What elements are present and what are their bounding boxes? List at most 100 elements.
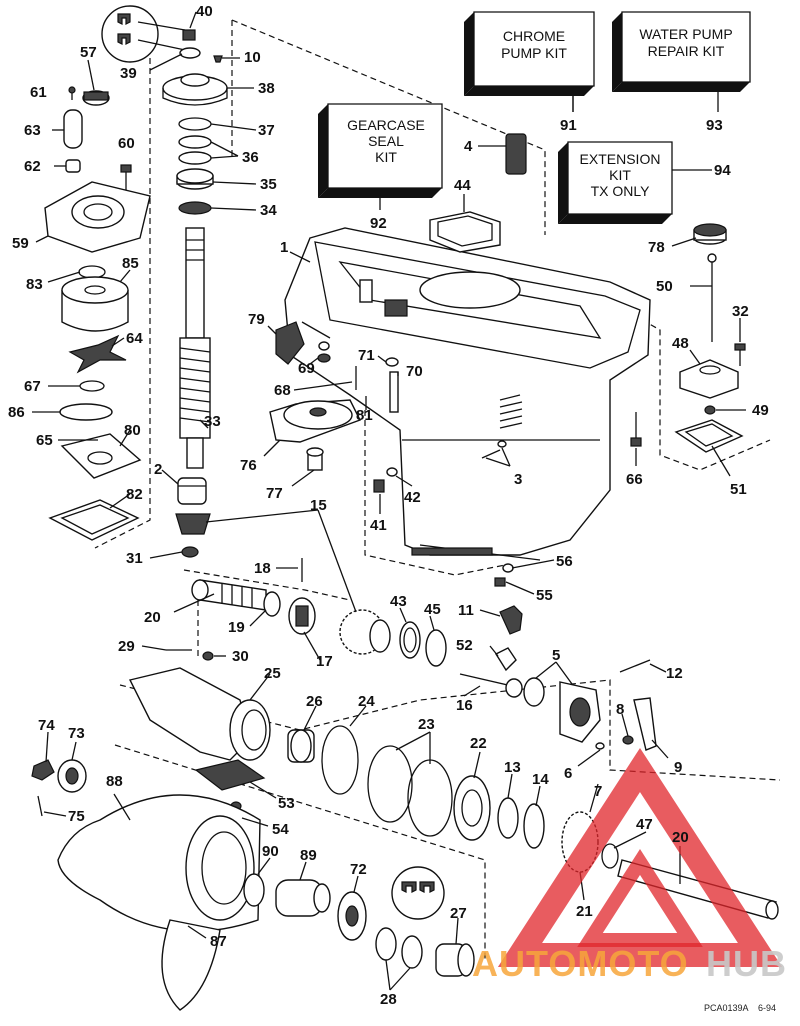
callout-8: 8	[616, 701, 624, 718]
callout-9: 9	[674, 759, 682, 776]
callout-49: 49	[752, 402, 769, 419]
callout-32: 32	[732, 303, 749, 320]
callout-83: 83	[26, 276, 43, 293]
callout-10: 10	[244, 49, 261, 66]
callout-22: 22	[470, 735, 487, 752]
callout-43: 43	[390, 593, 407, 610]
callout-93: 93	[706, 117, 723, 134]
callout-90: 90	[262, 843, 279, 860]
mid-parts	[269, 321, 514, 587]
part-4	[505, 133, 527, 175]
callout-35: 35	[260, 176, 277, 193]
callout-89: 89	[300, 847, 317, 864]
callout-79: 79	[248, 311, 265, 328]
callout-92: 92	[370, 215, 387, 232]
callout-13: 13	[504, 759, 521, 776]
water-pump-kit-line2: REPAIR KIT	[648, 43, 725, 59]
callout-75: 75	[68, 808, 85, 825]
callout-69: 69	[298, 360, 315, 377]
callout-53: 53	[278, 795, 295, 812]
callout-70: 70	[406, 363, 423, 380]
chrome-pump-kit-line1: CHROME	[503, 28, 565, 44]
callout-82: 82	[126, 486, 143, 503]
callout-50: 50	[656, 278, 673, 295]
callout-68: 68	[274, 382, 291, 399]
callout-47: 47	[636, 816, 653, 833]
leader-lines	[32, 11, 746, 991]
callout-33: 33	[204, 413, 221, 430]
callout-20-lower: 20	[672, 829, 689, 846]
figure-date: 6-94	[758, 1003, 776, 1013]
callout-19: 19	[228, 619, 245, 636]
callout-85: 85	[122, 255, 139, 272]
callout-1: 1	[280, 239, 288, 256]
callout-15: 15	[310, 497, 327, 514]
callout-21: 21	[576, 903, 593, 920]
callout-29: 29	[118, 638, 135, 655]
right-side-parts	[630, 223, 746, 453]
vent-grille	[499, 394, 523, 429]
callout-66: 66	[626, 471, 643, 488]
callout-7: 7	[594, 783, 602, 800]
watermark-text-automoto: AUTOMOTO	[472, 943, 689, 984]
callout-61: 61	[30, 84, 47, 101]
callout-14: 14	[532, 771, 549, 788]
gearcase-housing	[284, 227, 651, 561]
callout-56: 56	[556, 553, 573, 570]
callout-44: 44	[454, 177, 471, 194]
callout-62: 62	[24, 158, 41, 175]
callout-88: 88	[106, 773, 123, 790]
gearcase-seal-kit-line2: SEAL	[368, 133, 404, 149]
callout-26: 26	[306, 693, 323, 710]
callout-27: 27	[450, 905, 467, 922]
callout-16: 16	[456, 697, 473, 714]
callout-76: 76	[240, 457, 257, 474]
callout-51: 51	[730, 481, 747, 498]
callout-77: 77	[266, 485, 283, 502]
callout-81: 81	[356, 407, 373, 424]
driveshaft-stack	[101, 5, 228, 558]
callout-25: 25	[264, 665, 281, 682]
callout-42: 42	[404, 489, 421, 506]
gear-train-parts	[31, 558, 779, 1011]
callout-67: 67	[24, 378, 41, 395]
gearcase-seal-kit-box: GEARCASE SEAL KIT	[318, 103, 443, 198]
callout-30: 30	[232, 648, 249, 665]
callout-54: 54	[272, 821, 289, 838]
callout-37: 37	[258, 122, 275, 139]
callout-38: 38	[258, 80, 275, 97]
callout-65: 65	[36, 432, 53, 449]
callout-73: 73	[68, 725, 85, 742]
callout-5: 5	[552, 647, 560, 664]
callout-12: 12	[666, 665, 683, 682]
callout-71: 71	[358, 347, 375, 364]
callout-55: 55	[536, 587, 553, 604]
automotohub-watermark: AUTOMOTO HUB	[472, 747, 786, 984]
callout-94: 94	[714, 162, 731, 179]
gearcase-seal-kit-line1: GEARCASE	[347, 117, 425, 133]
callout-57: 57	[80, 44, 97, 61]
callout-91: 91	[560, 117, 577, 134]
callout-72: 72	[350, 861, 367, 878]
callout-78: 78	[648, 239, 665, 256]
callout-31: 31	[126, 550, 143, 567]
callout-39: 39	[120, 65, 137, 82]
callout-41: 41	[370, 517, 387, 534]
extension-kit-line3: TX ONLY	[591, 183, 651, 199]
callout-87: 87	[210, 933, 227, 950]
callout-20-upper: 20	[144, 609, 161, 626]
callout-23: 23	[418, 716, 435, 733]
spring-coils	[179, 347, 211, 423]
callout-80: 80	[124, 422, 141, 439]
callout-6: 6	[564, 765, 572, 782]
chrome-pump-kit-box: CHROME PUMP KIT	[464, 11, 595, 96]
extension-kit-line1: EXTENSION	[580, 151, 661, 167]
callout-60: 60	[118, 135, 135, 152]
figure-code: PCA0139A	[704, 1003, 749, 1013]
callout-45: 45	[424, 601, 441, 618]
callout-48: 48	[672, 335, 689, 352]
callout-28: 28	[380, 991, 397, 1008]
callout-52: 52	[456, 637, 473, 654]
chrome-pump-kit-line2: PUMP KIT	[501, 45, 567, 61]
